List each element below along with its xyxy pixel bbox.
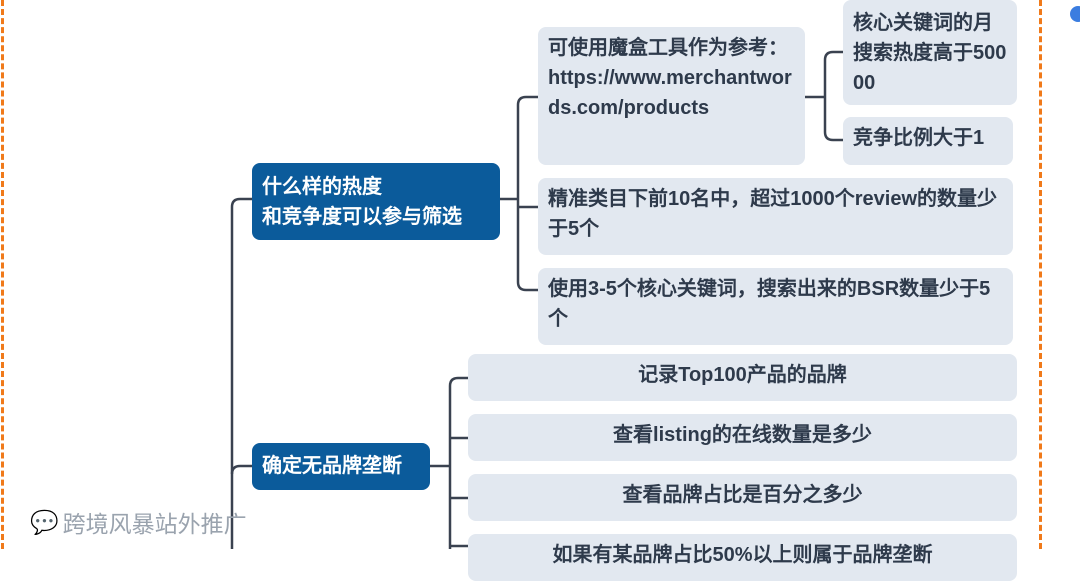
topic-label-line2: 和竞争度可以参与筛选 xyxy=(262,206,462,228)
topic-label-line1: 什么样的热度 xyxy=(262,176,382,198)
connector-lines xyxy=(230,50,843,549)
avatar-badge xyxy=(1070,6,1080,22)
subtopic-listing-count[interactable]: 查看listing的在线数量是多少 xyxy=(468,414,1017,461)
topic-no-brand-monopoly[interactable]: 确定无品牌垄断 xyxy=(252,443,430,490)
subtopic-brand-share[interactable]: 查看品牌占比是百分之多少 xyxy=(468,474,1017,521)
topic-heat-competition[interactable]: 什么样的热度 和竞争度可以参与筛选 xyxy=(252,163,500,240)
subtopic-record-brands[interactable]: 记录Top100产品的品牌 xyxy=(468,354,1017,401)
subtopic-bsr-count[interactable]: 使用3-5个核心关键词，搜索出来的BSR数量少于5个 xyxy=(538,268,1013,345)
watermark-text: 跨境风暴站外推广 xyxy=(62,511,247,537)
right-page-border xyxy=(1039,0,1042,549)
subtopic-search-heat[interactable]: 核心关键词的月搜索热度高于50000 xyxy=(843,0,1017,105)
watermark: 💬跨境风暴站外推广 xyxy=(30,505,247,539)
left-page-border xyxy=(1,0,4,549)
subtopic-competition-ratio[interactable]: 竞争比例大于1 xyxy=(843,117,1013,165)
subtopic-tool[interactable]: 可使用魔盒工具作为参考：https://www.merchantwords.co… xyxy=(538,27,805,165)
wechat-icon: 💬 xyxy=(30,508,59,535)
subtopic-review-count[interactable]: 精准类目下前10名中，超过1000个review的数量少于5个 xyxy=(538,178,1013,255)
subtopic-monopoly-rule[interactable]: 如果有某品牌占比50%以上则属于品牌垄断 xyxy=(468,534,1017,581)
